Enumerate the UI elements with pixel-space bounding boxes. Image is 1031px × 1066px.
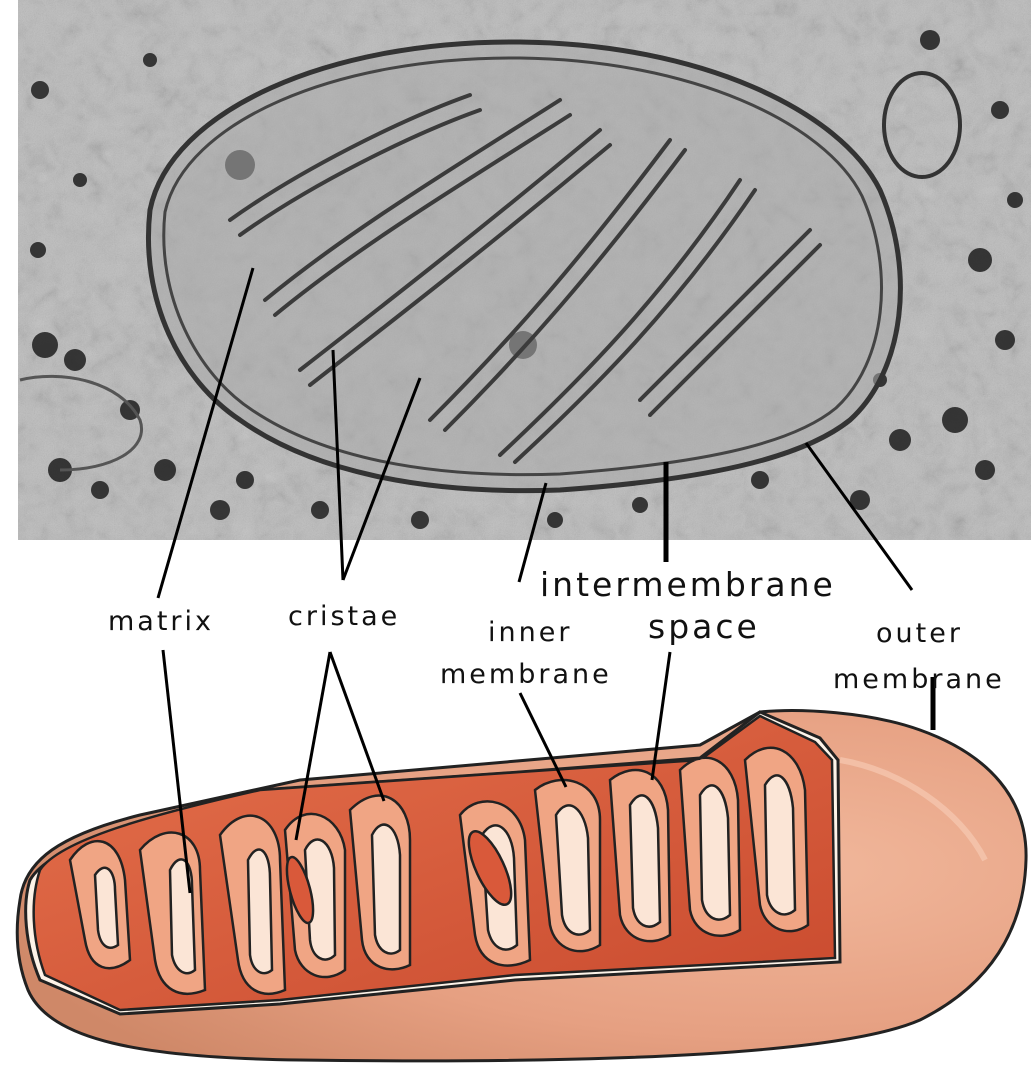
label-cristae: cristae <box>288 601 400 632</box>
label-intermembrane-line2: space <box>648 607 760 646</box>
labels: matrix cristae inner membrane intermembr… <box>108 565 1005 695</box>
label-inner-membrane-line1: inner <box>488 617 572 648</box>
label-outer-membrane-line1: outer <box>876 618 963 649</box>
electron-micrograph <box>18 0 1031 540</box>
mitochondrion-cutaway-illustration <box>17 711 1026 1061</box>
label-matrix: matrix <box>108 606 214 637</box>
label-intermembrane-line1: intermembrane <box>540 565 836 604</box>
label-inner-membrane-line2: membrane <box>440 659 612 690</box>
label-outer-membrane-line2: membrane <box>833 664 1005 695</box>
